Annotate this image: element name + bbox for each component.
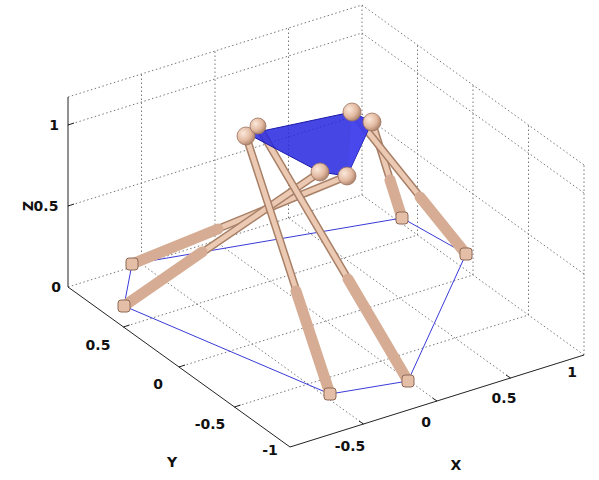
grid-line	[473, 85, 474, 275]
grid-line	[179, 275, 473, 367]
grid-line	[215, 241, 437, 401]
tick-label: 0	[153, 377, 163, 391]
tick-mark	[68, 204, 74, 206]
tick-label: -0.5	[195, 417, 226, 431]
grid-line	[584, 165, 585, 355]
tick-label: 0.5	[34, 199, 59, 213]
base-joint	[402, 375, 414, 387]
grid-line	[362, 5, 584, 165]
tick-label: 0.5	[492, 391, 517, 405]
tick-mark	[124, 325, 130, 327]
tick-label: 1	[49, 118, 59, 132]
tick-mark	[359, 421, 364, 424]
top-platform	[248, 112, 372, 176]
tick-mark	[433, 398, 438, 401]
leg-cylinder	[420, 197, 466, 254]
tick-label: 0	[421, 415, 431, 429]
grid-line	[68, 33, 362, 125]
y-axis	[68, 287, 290, 447]
leg-cylinder	[348, 279, 408, 381]
ball-joints	[237, 103, 381, 185]
grid-line	[215, 51, 216, 241]
tick-mark	[68, 123, 74, 125]
tick-label: -0.5	[335, 439, 366, 453]
base-joint	[126, 258, 138, 270]
grid-lines	[68, 5, 584, 424]
leg-rod	[352, 112, 466, 254]
z-axis	[68, 97, 69, 287]
leg-cylinder	[296, 291, 330, 394]
base-joint	[324, 388, 336, 400]
ball-joint	[363, 113, 381, 131]
x-axis	[290, 355, 584, 447]
ball-joint	[250, 118, 266, 134]
base-joint	[118, 300, 130, 312]
grid-line	[528, 125, 529, 315]
base-joints	[118, 212, 472, 400]
ball-joint	[311, 163, 329, 181]
tick-label: 1	[567, 365, 577, 379]
grid-line	[68, 5, 362, 97]
base-hexagon	[124, 218, 466, 394]
leg-cylinder	[124, 252, 202, 306]
axis-label: Y	[167, 455, 177, 469]
leg-rod	[352, 112, 466, 254]
tick-mark	[235, 405, 241, 407]
tick-label: 0.5	[86, 338, 111, 352]
grid-line	[141, 74, 142, 264]
tick-mark	[179, 365, 185, 367]
leg	[352, 112, 466, 254]
legs	[124, 112, 466, 394]
tick-label: -1	[262, 443, 278, 457]
grid-line	[417, 45, 418, 235]
axis-label: X	[451, 458, 462, 472]
tick-label: 0	[51, 280, 61, 294]
axis-label: Z	[21, 201, 35, 211]
base-joint	[396, 212, 408, 224]
tick-mark	[506, 375, 511, 378]
base-joint	[460, 248, 472, 260]
ball-joint	[343, 103, 361, 121]
ball-joint	[338, 167, 356, 185]
axes	[68, 97, 584, 447]
